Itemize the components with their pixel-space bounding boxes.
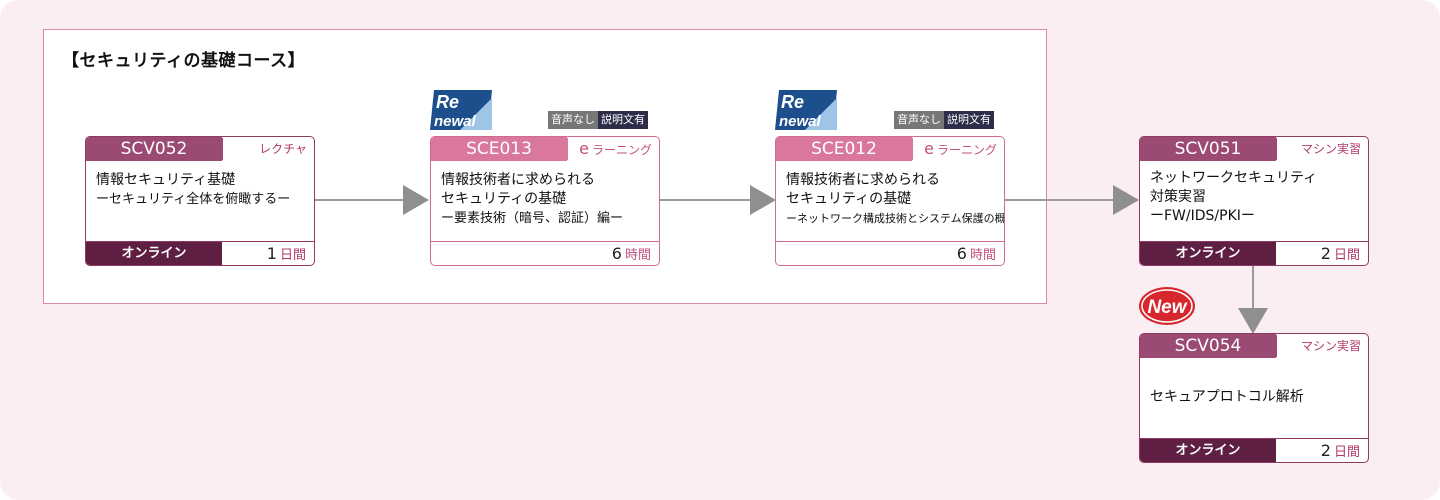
delivery-mode: オンライン bbox=[86, 242, 222, 265]
flow-arrow-head bbox=[403, 185, 429, 215]
course-type-label: ラーニング bbox=[591, 143, 652, 157]
duration-number: 6 bbox=[956, 244, 967, 263]
no-audio-label: 音声なし bbox=[894, 111, 944, 129]
course-code: SCV052 bbox=[86, 137, 222, 161]
course-code: SCV054 bbox=[1140, 334, 1276, 358]
course-type: マシン実習 bbox=[1276, 335, 1367, 357]
duration-unit: 時間 bbox=[624, 248, 651, 263]
delivery-mode: オンライン bbox=[1140, 439, 1276, 462]
course-title-block: 情報技術者に求められる セキュリティの基礎 ーネットワーク構成技術とシステム保護… bbox=[786, 171, 1005, 228]
course-type: レクチャ bbox=[222, 138, 313, 160]
audio-info-badge: 音声なし説明文有 bbox=[894, 111, 994, 129]
duration-number: 2 bbox=[1320, 441, 1331, 460]
flow-arrow-line bbox=[1005, 199, 1115, 201]
course-title-block: ネットワークセキュリティ 対策実習 ーFW/IDS/PKIー bbox=[1150, 169, 1362, 226]
flow-arrow-line bbox=[315, 199, 405, 201]
course-subtitle: ーセキュリティ全体を俯瞰するー bbox=[96, 192, 291, 207]
duration-number: 2 bbox=[1320, 244, 1331, 263]
course-card-scv051[interactable]: SCV051 マシン実習 ネットワークセキュリティ 対策実習 ーFW/IDS/P… bbox=[1139, 136, 1369, 266]
renewal-badge-icon: Re newal bbox=[430, 90, 492, 130]
flow-arrow-line-vertical bbox=[1252, 266, 1254, 310]
renewal-text-2: newal bbox=[779, 113, 822, 130]
course-title-line-1: 情報技術者に求められる bbox=[786, 172, 940, 188]
duration-number: 6 bbox=[611, 244, 622, 263]
course-title-line-2: セキュリティの基礎 bbox=[786, 191, 912, 207]
course-type: マシン実習 bbox=[1276, 138, 1367, 160]
flow-arrow-head bbox=[1113, 185, 1139, 215]
audio-info-badge: 音声なし説明文有 bbox=[548, 111, 648, 129]
renewal-text-1: Re bbox=[436, 92, 459, 112]
group-title: 【セキュリティの基礎コース】 bbox=[62, 51, 306, 71]
course-title-line-2: 対策実習 bbox=[1150, 189, 1206, 205]
course-subtitle: ー要素技術（暗号、認証）編ー bbox=[441, 211, 624, 226]
course-title: 情報セキュリティ基礎 bbox=[96, 172, 236, 188]
renewal-text-2: newal bbox=[434, 113, 477, 130]
course-title-block: セキュアプロトコル解析 bbox=[1150, 388, 1362, 407]
text-explanation-label: 説明文有 bbox=[598, 111, 648, 129]
text-explanation-label: 説明文有 bbox=[944, 111, 994, 129]
new-badge-icon: New bbox=[1139, 287, 1195, 325]
delivery-mode-empty bbox=[776, 242, 912, 265]
duration-unit: 日間 bbox=[1333, 445, 1360, 460]
course-code: SCE012 bbox=[776, 137, 912, 161]
course-subtitle: ーネットワーク構成技術とシステム保護の概要編ー bbox=[786, 212, 1005, 225]
course-card-scv052[interactable]: SCV052 レクチャ 情報セキュリティ基礎 ーセキュリティ全体を俯瞰するー オ… bbox=[85, 136, 315, 266]
course-subtitle: ーFW/IDS/PKIー bbox=[1150, 208, 1255, 224]
course-code: SCE013 bbox=[431, 137, 567, 161]
flow-arrow-line bbox=[660, 199, 752, 201]
course-title-line-1: ネットワークセキュリティ bbox=[1150, 170, 1318, 186]
course-title-line-2: セキュリティの基礎 bbox=[441, 191, 567, 207]
delivery-mode: オンライン bbox=[1140, 242, 1276, 265]
course-title-block: 情報技術者に求められる セキュリティの基礎 ー要素技術（暗号、認証）編ー bbox=[441, 171, 653, 228]
renewal-badge-icon: Re newal bbox=[775, 90, 837, 130]
no-audio-label: 音声なし bbox=[548, 111, 598, 129]
course-title-line-1: 情報技術者に求められる bbox=[441, 172, 595, 188]
duration-number: 1 bbox=[266, 244, 277, 263]
flow-arrow-head bbox=[750, 185, 776, 215]
course-title-block: 情報セキュリティ基礎 ーセキュリティ全体を俯瞰するー bbox=[96, 171, 308, 209]
duration-unit: 日間 bbox=[1333, 248, 1360, 263]
card-header: SCV051 マシン実習 bbox=[1140, 137, 1368, 161]
course-type-label: ラーニング bbox=[936, 143, 997, 157]
renewal-text-1: Re bbox=[781, 92, 804, 112]
duration-unit: 日間 bbox=[279, 248, 306, 263]
e-prefix: e bbox=[579, 139, 589, 158]
card-header: SCV054 マシン実習 bbox=[1140, 334, 1368, 358]
flow-arrow-head-down bbox=[1238, 308, 1268, 334]
e-prefix: e bbox=[924, 139, 934, 158]
delivery-mode-empty bbox=[431, 242, 567, 265]
course-title: セキュアプロトコル解析 bbox=[1150, 389, 1304, 405]
duration-unit: 時間 bbox=[969, 248, 996, 263]
card-header: SCV052 レクチャ bbox=[86, 137, 314, 161]
course-code: SCV051 bbox=[1140, 137, 1276, 161]
new-text: New bbox=[1147, 297, 1187, 318]
